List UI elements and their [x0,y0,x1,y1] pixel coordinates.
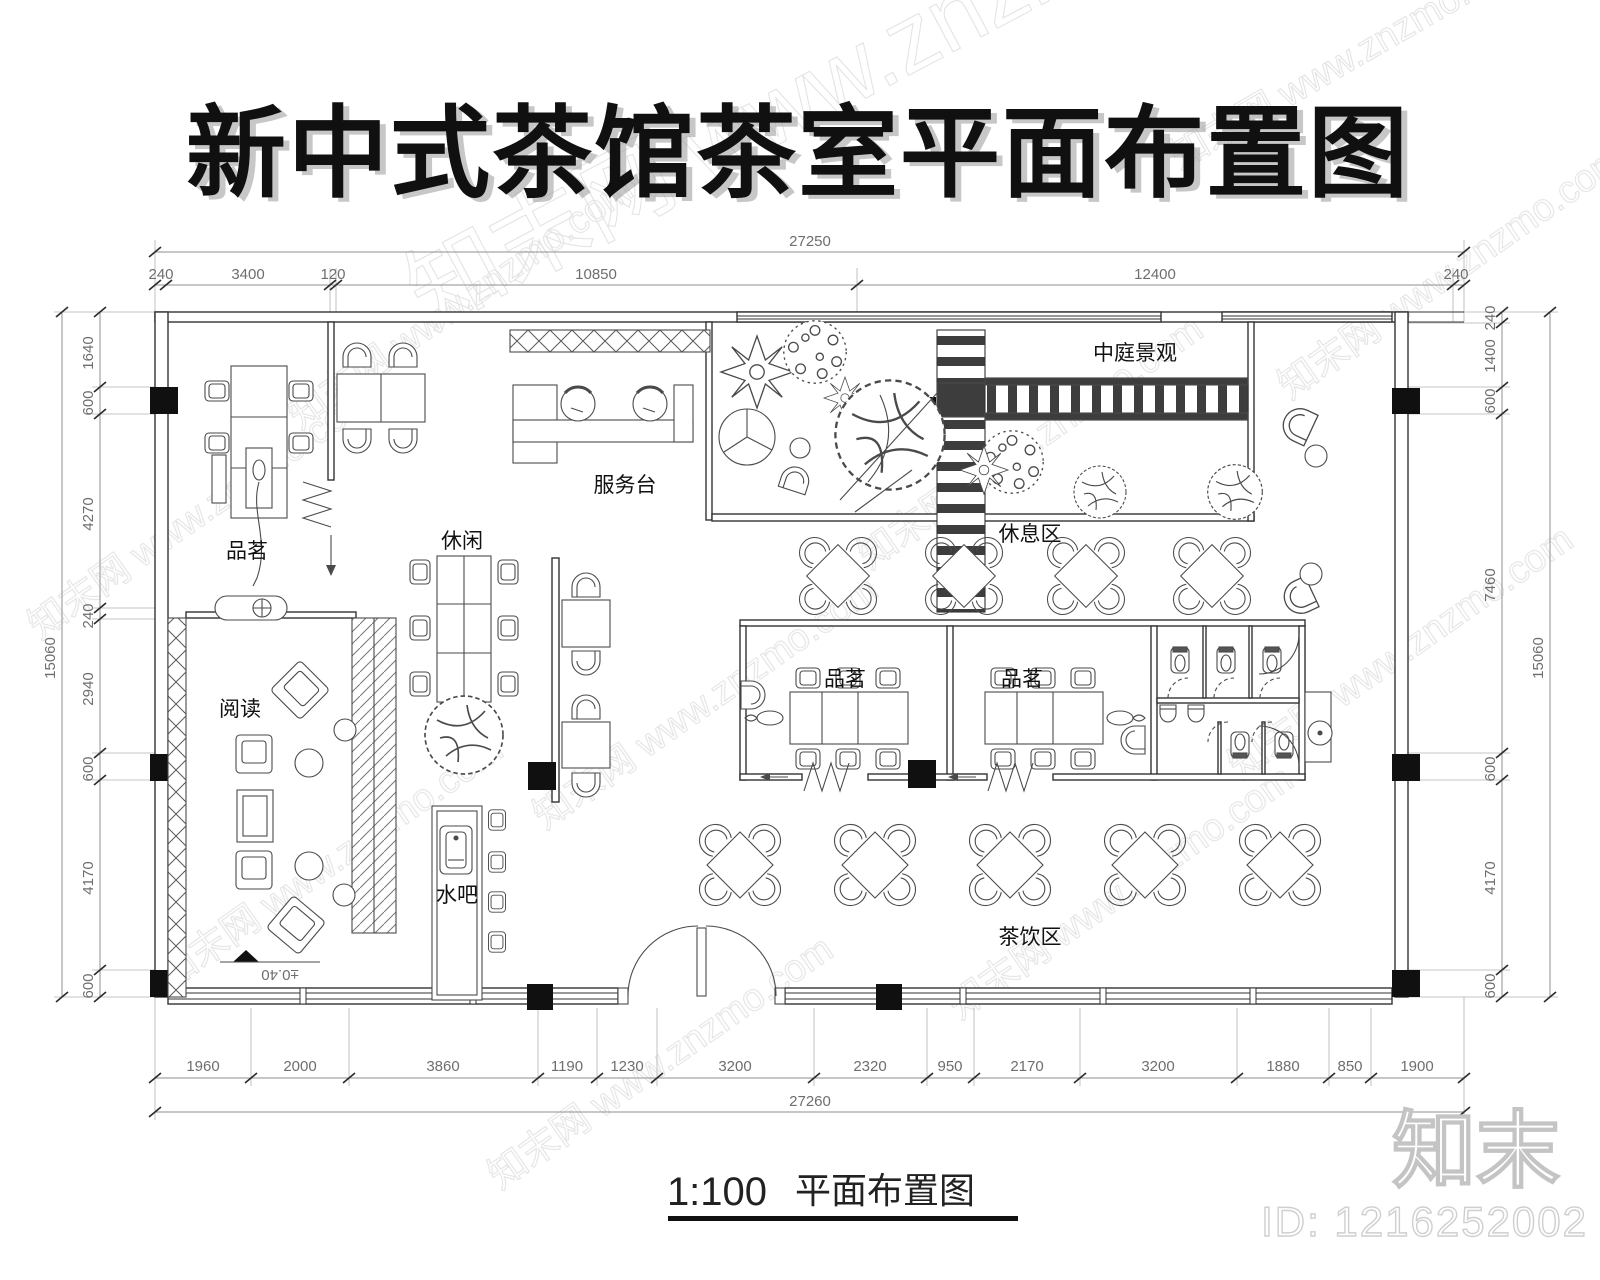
dim-top-seg: 12400 [1134,266,1176,283]
label-water-bar: 水吧 [436,884,478,907]
title-text: 新中式茶馆茶室平面布置图 [186,99,1410,210]
dim-bottom-total: 27260 [789,1093,831,1110]
dim-bottom-seg: 1230 [610,1058,643,1075]
dim-bottom-seg: 2170 [1010,1058,1043,1075]
watermark-text: 知末网 www.znzmo.com [941,758,1301,1027]
reading-room [167,595,397,998]
caption-scale: 1:100 [667,1170,767,1214]
label-leisure: 休闲 [441,530,483,553]
dimension-text: 27250 240 3400 120 10850 12400 240 27260… [42,233,1547,1110]
entry-double-door [617,925,786,1005]
dim-right-seg: 240 [1482,305,1499,330]
tea-room-1 [740,667,909,792]
brand-watermark: 知末 ID: 1216252002 [1260,1103,1588,1246]
drawing-title: 新中式茶馆茶室平面布置图 新中式茶馆茶室平面布置图 [186,99,1416,214]
dim-top-seg: 120 [320,266,345,283]
lounge-nook-chairs [1277,402,1328,620]
toilet-block [1159,633,1333,767]
dim-top-seg: 240 [1443,266,1468,283]
watermark-text: 知末网 www.znzmo.com [481,928,841,1197]
caption-underline [668,1216,1018,1221]
tea-room-2 [947,667,1146,792]
label-rest-area: 休息区 [999,523,1062,546]
dim-right-total: 15060 [1530,637,1547,679]
dimension-lines [54,240,1558,1120]
dim-bottom-seg: 1880 [1266,1058,1299,1075]
dim-bottom-seg: 1960 [186,1058,219,1075]
dim-top-seg: 240 [148,266,173,283]
dim-left-seg: 600 [80,390,97,415]
dim-bottom-seg: 2000 [283,1058,316,1075]
dim-right-seg: 600 [1482,973,1499,998]
dim-bottom-seg: 850 [1337,1058,1362,1075]
dim-right-seg: 7460 [1482,568,1499,601]
dim-left-seg: 2940 [80,672,97,705]
dim-right-seg: 4170 [1482,861,1499,894]
dim-right-seg: 600 [1482,388,1499,413]
room-labels: 品茗 休闲 服务台 中庭景观 休息区 阅读 水吧 品茗 品茗 茶饮区 ±0.40 [219,342,1177,983]
leisure-long-table [409,555,519,775]
dim-bottom-seg: 950 [937,1058,962,1075]
label-level-mark: ±0.40 [261,966,298,983]
tea-room-top-left [204,365,336,587]
label-service-desk: 服务台 [594,474,657,497]
dim-bottom-seg: 1900 [1400,1058,1433,1075]
dim-left-seg: 4170 [80,861,97,894]
dim-bottom-seg: 3860 [426,1058,459,1075]
brand-id-text: ID: 1216252002 [1261,1198,1588,1245]
dim-left-seg: 4270 [80,497,97,530]
brand-logo-text: 知末 [1392,1104,1560,1198]
label-reading: 阅读 [219,698,261,721]
label-atrium-landscape: 中庭景观 [1093,342,1177,365]
dim-left-seg: 600 [80,973,97,998]
courtyard-landscape [718,320,1263,613]
dim-bottom-seg: 3200 [1141,1058,1174,1075]
dim-top-seg: 3400 [231,266,264,283]
dim-left-seg: 1640 [80,336,97,369]
two-seat-tables [561,572,611,798]
dim-top-total: 27250 [789,233,831,250]
label-tea-tasting-top: 品茗 [226,540,268,563]
dimension-ticks [55,246,1557,1118]
caption: 1:100 平面布置图 [667,1170,1018,1221]
dim-left-seg: 600 [80,756,97,781]
service-counter [509,329,711,464]
dim-left-total: 15060 [42,637,59,679]
dim-left-seg: 240 [80,603,97,628]
label-tea-tasting-2: 品茗 [1001,668,1043,691]
water-bar [431,805,506,1001]
label-tea-tasting-1: 品茗 [824,668,866,691]
dim-bottom-seg: 1190 [551,1058,583,1075]
dim-bottom-seg: 3200 [718,1058,751,1075]
square-table-four-seats [336,342,426,454]
label-tea-drinking-area: 茶饮区 [999,926,1062,949]
dim-right-seg: 1400 [1482,339,1499,372]
dim-top-seg: 10850 [575,266,617,283]
caption-name: 平面布置图 [795,1170,975,1211]
title-shadow: 新中式茶馆茶室平面布置图 [192,103,1416,214]
dim-right-seg: 600 [1482,756,1499,781]
dim-bottom-seg: 2320 [853,1058,886,1075]
